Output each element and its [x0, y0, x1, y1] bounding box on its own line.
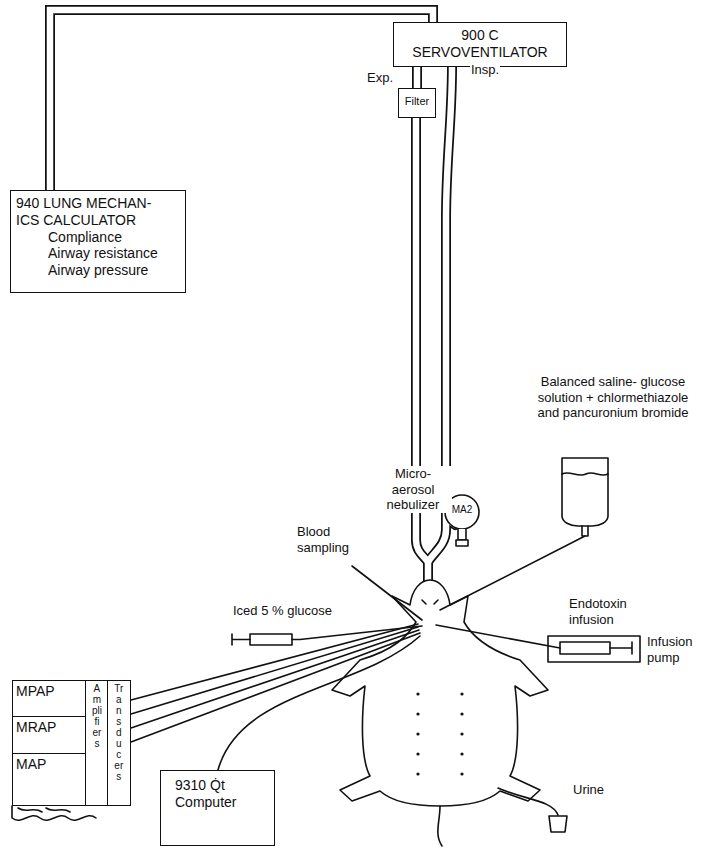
- filter-box: Filter: [398, 88, 436, 118]
- infusion-pump: [436, 625, 640, 662]
- device-code: MA2: [451, 504, 474, 516]
- monitor-channel: MAP: [12, 753, 87, 806]
- teat-dot: [460, 732, 463, 735]
- box-title: MRAP: [16, 719, 83, 736]
- parameter-text: SERVOVENTILATOR: [400, 44, 560, 61]
- amplifier-column: Amplifiers: [85, 680, 108, 806]
- teat-dot: [416, 712, 419, 715]
- line-label: Blood sampling: [296, 524, 358, 555]
- tube-label: Insp.: [470, 62, 500, 78]
- line-label: Endotoxin infusion: [568, 596, 638, 627]
- sampling-line: [352, 566, 422, 620]
- computer-box: 9310 Q̇t Computer: [160, 770, 275, 846]
- transducer-column: Transducers: [107, 680, 131, 806]
- connector-line: [50, 10, 433, 190]
- box-title: 900 C: [400, 27, 560, 44]
- tube-label: Exp.: [366, 70, 394, 86]
- teat-dot: [460, 712, 463, 715]
- teat-dot: [460, 772, 463, 775]
- tube-connector: [417, 67, 418, 88]
- device-label: Infusion pump: [646, 634, 706, 665]
- ventilator-box: 900 CSERVOVENTILATOR: [393, 22, 567, 67]
- teat-dot: [416, 692, 419, 695]
- connector-line: [414, 67, 421, 88]
- teat-dots: [416, 692, 463, 775]
- box-title: Filter: [401, 95, 433, 108]
- line-label: Iced 5 % glucose: [232, 603, 333, 619]
- box-title: MPAP: [16, 683, 83, 700]
- parameter-text: Compliance: [16, 229, 180, 246]
- box-title: Transducers: [114, 683, 124, 782]
- infusion-bottle: [440, 458, 608, 610]
- connector-line: [412, 67, 422, 88]
- solution-label: Balanced saline- glucose solution + chlo…: [528, 374, 698, 421]
- pig-body: [332, 580, 548, 846]
- box-title: 9310 Q̇t Computer: [175, 777, 247, 811]
- parameter-text: Airway pressure: [16, 262, 180, 279]
- parameter-text: Airway resistance: [16, 245, 180, 262]
- tube-connector: [50, 10, 433, 190]
- pressure-lines: [131, 624, 420, 742]
- calculator-box: 940 LUNG MECHAN- ICS CALCULATORComplianc…: [10, 190, 186, 293]
- urine-catheter: [498, 788, 567, 832]
- teat-dot: [416, 732, 419, 735]
- chart-paper: [12, 806, 96, 820]
- box-title: Amplifiers: [92, 683, 102, 749]
- teat-dot: [460, 752, 463, 755]
- sample-label: Urine: [572, 782, 605, 798]
- teat-dot: [416, 752, 419, 755]
- connector-line: [50, 10, 433, 190]
- box-title: MAP: [16, 756, 83, 773]
- teat-dot: [416, 772, 419, 775]
- monitor-channel: MPAP: [12, 680, 87, 718]
- device-label: Micro-aerosol nebulizer: [374, 466, 452, 513]
- cable: [218, 636, 420, 770]
- box-title: 940 LUNG MECHAN- ICS CALCULATOR: [16, 195, 166, 229]
- monitor-channel: MRAP: [12, 716, 87, 754]
- teat-dot: [460, 692, 463, 695]
